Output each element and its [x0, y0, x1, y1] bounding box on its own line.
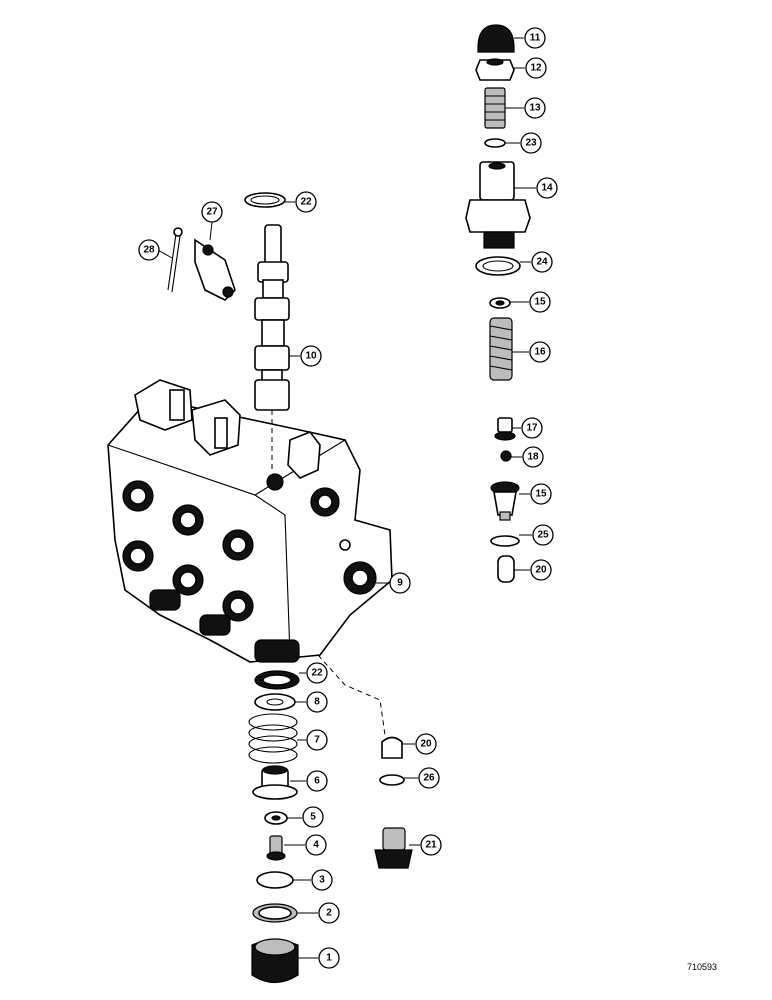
jam-nut-drawing — [475, 58, 515, 81]
callout-label: 26 — [423, 773, 435, 784]
callout-1: 1 — [298, 947, 340, 969]
check-plug-drawing — [379, 736, 405, 786]
callout-12: 12 — [514, 57, 547, 79]
centering-spring-drawing — [248, 713, 298, 764]
spring-washer-drawing — [254, 693, 296, 711]
callout-label: 15 — [535, 489, 547, 500]
callout-16: 16 — [512, 341, 551, 363]
relief-valve-cap-drawing — [465, 161, 531, 249]
callout-3: 3 — [293, 869, 333, 891]
plug-drawing — [497, 555, 515, 583]
ball-drawing — [500, 450, 512, 462]
callout-label: 23 — [525, 138, 537, 149]
callout-8: 8 — [295, 691, 328, 713]
seal-top-drawing — [244, 192, 286, 208]
callout-6: 6 — [290, 770, 328, 792]
callout-22-top: 22 — [285, 191, 317, 213]
callout-label: 14 — [541, 183, 553, 194]
gasket-drawing — [475, 256, 521, 276]
callout-label: 27 — [206, 207, 218, 218]
cap-screw-drawing — [266, 835, 286, 861]
callout-label: 16 — [534, 347, 546, 358]
callout-label: 25 — [537, 530, 549, 541]
dust-cap-drawing — [251, 938, 299, 984]
callout-label: 20 — [535, 565, 547, 576]
callout-5: 5 — [287, 806, 324, 828]
spool-drawing — [254, 224, 290, 470]
callout-label: 11 — [530, 33, 541, 44]
callout-20-right: 20 — [514, 559, 552, 581]
cotter-pin-drawing — [167, 227, 183, 293]
callout-22-bottom: 22 — [299, 662, 328, 684]
callout-18: 18 — [511, 446, 544, 468]
callout-label: 20 — [420, 739, 432, 750]
callout-label: 17 — [526, 423, 538, 434]
retaining-ring-drawing — [252, 903, 298, 923]
callout-27: 27 — [201, 201, 223, 241]
callout-label: 3 — [319, 875, 325, 886]
callout-9: 9 — [376, 572, 411, 594]
callout-label: 24 — [536, 257, 548, 268]
callout-17: 17 — [512, 417, 543, 439]
lock-washer-drawing — [264, 811, 288, 825]
acorn-nut-drawing — [477, 24, 515, 53]
callout-7: 7 — [297, 729, 328, 751]
callout-4: 4 — [284, 834, 327, 856]
o-ring-drawing — [490, 535, 520, 547]
callout-10: 10 — [289, 345, 322, 367]
callout-15-top: 15 — [510, 291, 551, 313]
callout-label: 21 — [425, 840, 437, 851]
figure-number: 710593 — [687, 962, 717, 972]
port-plug-drawing — [374, 827, 413, 869]
adjusting-screw-drawing — [484, 87, 506, 129]
callout-13: 13 — [505, 97, 546, 119]
spring-retainer-drawing — [489, 297, 511, 309]
callout-label: 22 — [300, 197, 312, 208]
callout-label: 9 — [397, 578, 403, 589]
callout-11: 11 — [514, 27, 546, 49]
callout-24: 24 — [520, 251, 553, 273]
callout-label: 8 — [314, 697, 320, 708]
callout-label: 10 — [305, 351, 317, 362]
callout-21: 21 — [409, 834, 442, 856]
callout-label: 15 — [534, 297, 546, 308]
callout-label: 18 — [527, 452, 539, 463]
callout-14: 14 — [514, 177, 558, 199]
callout-label: 4 — [313, 840, 319, 851]
callout-label: 1 — [326, 953, 332, 964]
callout-2: 2 — [297, 902, 340, 924]
callout-label: 7 — [314, 735, 320, 746]
callout-label: 6 — [314, 776, 320, 787]
relief-spring-drawing — [489, 317, 513, 381]
plug-disc-drawing — [256, 871, 294, 889]
callout-28: 28 — [138, 239, 173, 261]
o-ring-small-drawing — [484, 138, 506, 148]
seat-drawing — [490, 481, 520, 521]
callout-label: 22 — [311, 668, 323, 679]
callout-label: 5 — [310, 812, 316, 823]
valve-body-drawing — [107, 379, 393, 663]
link-drawing — [194, 238, 236, 301]
callout-26: 26 — [404, 767, 440, 789]
callout-label: 13 — [529, 103, 541, 114]
callout-25: 25 — [519, 524, 554, 546]
spring-seat-drawing — [252, 765, 298, 800]
callout-20-check: 20 — [402, 733, 437, 755]
callout-label: 28 — [143, 245, 155, 256]
poppet-drawing — [494, 417, 516, 441]
callout-23: 23 — [505, 132, 542, 154]
callout-15-bottom: 15 — [519, 483, 552, 505]
callout-label: 2 — [326, 908, 332, 919]
callout-label: 12 — [530, 63, 542, 74]
